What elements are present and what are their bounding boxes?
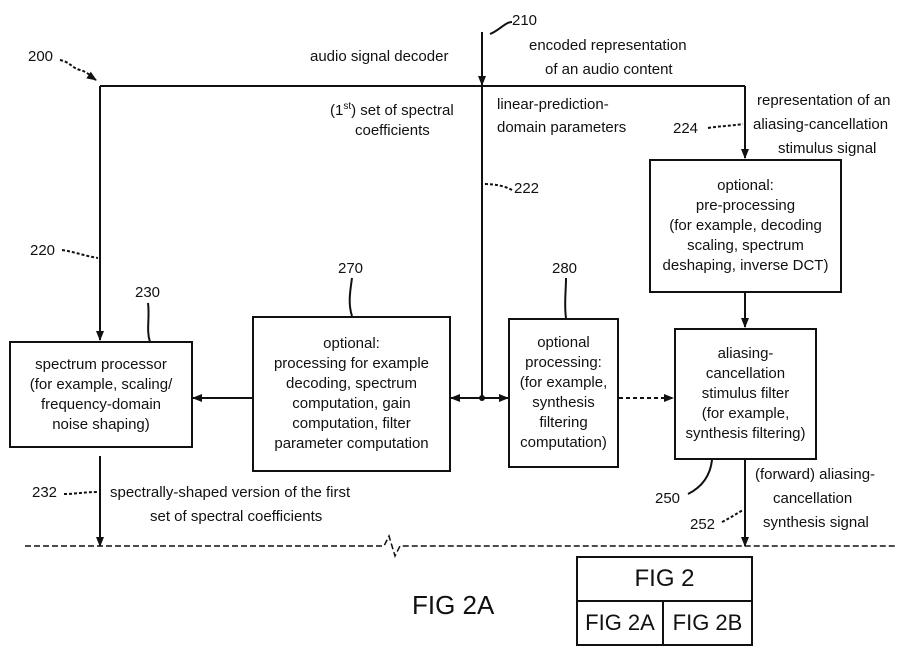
figure-layout-table: FIG 2 FIG 2A FIG 2B — [576, 556, 753, 646]
preprocessing-block: optional: pre-processing (for example, d… — [649, 159, 842, 293]
optional-processing-280-block: optional processing: (for example, synth… — [508, 318, 619, 468]
figure-caption: FIG 2A — [412, 590, 494, 621]
lp-params-label-1: linear-prediction- — [497, 96, 609, 114]
block-line: optional: — [323, 334, 380, 354]
ref-280: 280 — [552, 260, 577, 278]
block-line: synthesis filtering) — [685, 424, 805, 444]
block-line: aliasing- — [718, 344, 774, 364]
spectral-coeff-superscript: st — [343, 101, 351, 112]
leader-250 — [688, 460, 712, 494]
block-line: deshaping, inverse DCT) — [663, 256, 829, 276]
block-line: synthesis — [532, 393, 595, 413]
spectral-coeff-rest: ) set of spectral — [351, 102, 454, 119]
block-line: computation) — [520, 433, 607, 453]
ref-270: 270 — [338, 260, 363, 278]
figure-layout-title: FIG 2 — [578, 558, 751, 602]
ref-200: 200 — [28, 48, 53, 66]
block-line: computation, filter — [292, 414, 410, 434]
block-line: cancellation — [706, 364, 785, 384]
acs-rep-label-1: representation of an — [757, 92, 890, 110]
block-line: computation, gain — [292, 394, 410, 414]
block-line: optional — [537, 333, 590, 353]
block-line: spectrum processor — [35, 355, 167, 375]
acs-output-label-2: cancellation — [773, 490, 852, 508]
divider-line — [25, 536, 896, 556]
acs-output-label-1: (forward) aliasing- — [755, 466, 875, 484]
leader-270 — [350, 278, 352, 316]
block-line: stimulus filter — [702, 384, 790, 404]
block-line: noise shaping) — [52, 415, 150, 435]
optional-processing-270-block: optional: processing for example decodin… — [252, 316, 451, 472]
leader-230 — [148, 303, 150, 342]
junction-dot — [479, 395, 485, 401]
block-line: scaling, spectrum — [687, 236, 804, 256]
acs-rep-label-3: stimulus signal — [778, 140, 876, 158]
input-label-2: of an audio content — [545, 61, 673, 79]
leader-220 — [62, 250, 98, 258]
acs-output-label-3: synthesis signal — [763, 514, 869, 532]
figure-layout-right: FIG 2B — [664, 602, 751, 644]
spectral-coeff-label-1: (1st) set of spectral — [330, 98, 454, 120]
leader-200 — [60, 60, 96, 80]
ref-224: 224 — [673, 120, 698, 138]
spectrum-processor-block: spectrum processor (for example, scaling… — [9, 341, 193, 448]
block-line: parameter computation — [274, 434, 428, 454]
block-line: (for example, scaling/ — [30, 375, 173, 395]
block-line: processing for example — [274, 354, 429, 374]
block-line: (for example, decoding — [669, 216, 822, 236]
shaped-label-2: set of spectral coefficients — [150, 508, 322, 526]
aliasing-cancellation-filter-block: aliasing- cancellation stimulus filter (… — [674, 328, 817, 460]
block-line: filtering — [539, 413, 587, 433]
ref-232: 232 — [32, 484, 57, 502]
spectral-coeff-label-2: coefficients — [355, 122, 430, 140]
ref-210: 210 — [512, 12, 537, 30]
leader-222 — [484, 184, 512, 190]
block-line: (for example, — [702, 404, 790, 424]
ref-222: 222 — [514, 180, 539, 198]
leader-224 — [708, 124, 743, 128]
decoder-label: audio signal decoder — [310, 48, 448, 66]
block-line: optional: — [717, 176, 774, 196]
block-line: processing: — [525, 353, 602, 373]
figure-layout-left: FIG 2A — [578, 602, 664, 644]
block-line: frequency-domain — [41, 395, 161, 415]
shaped-label-1: spectrally-shaped version of the first — [110, 484, 350, 502]
ref-220: 220 — [30, 242, 55, 260]
lp-params-label-2: domain parameters — [497, 119, 626, 137]
block-line: (for example, — [520, 373, 608, 393]
spectral-coeff-paren: (1 — [330, 102, 343, 119]
block-line: decoding, spectrum — [286, 374, 417, 394]
leader-280 — [565, 278, 566, 318]
ref-252: 252 — [690, 516, 715, 534]
leader-252 — [722, 510, 743, 522]
input-label-1: encoded representation — [529, 37, 687, 55]
acs-rep-label-2: aliasing-cancellation — [753, 116, 888, 134]
ref-250: 250 — [655, 490, 680, 508]
leader-232 — [64, 492, 98, 494]
leader-210 — [490, 22, 512, 34]
ref-230: 230 — [135, 284, 160, 302]
block-line: pre-processing — [696, 196, 795, 216]
